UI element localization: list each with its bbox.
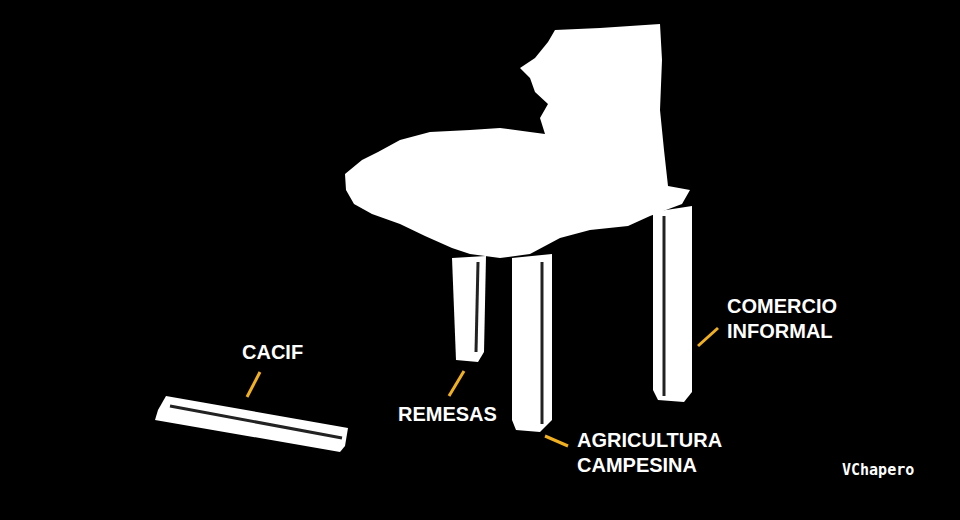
- chair-leg: [653, 206, 692, 402]
- chair-leg: [512, 254, 552, 432]
- leader-line: [545, 436, 568, 446]
- leader-line: [698, 328, 718, 346]
- leader-line: [247, 372, 260, 397]
- leader-line: [449, 371, 464, 396]
- watermark: VChapero: [842, 461, 914, 479]
- leg-label: REMESAS: [398, 402, 497, 427]
- leg-stripe: [663, 216, 666, 396]
- chair-leg: [452, 256, 486, 362]
- chair-map-shape: [345, 24, 690, 258]
- leg-stripe: [476, 262, 478, 352]
- leg-label: CACIF: [242, 340, 303, 365]
- leader-lines: [247, 328, 718, 446]
- leg-stripe: [541, 262, 544, 424]
- leg-label: COMERCIO INFORMAL: [727, 294, 837, 344]
- leg-label: AGRICULTURA CAMPESINA: [577, 428, 721, 478]
- fallen-leg: [155, 396, 348, 452]
- leg-stripe: [170, 406, 342, 438]
